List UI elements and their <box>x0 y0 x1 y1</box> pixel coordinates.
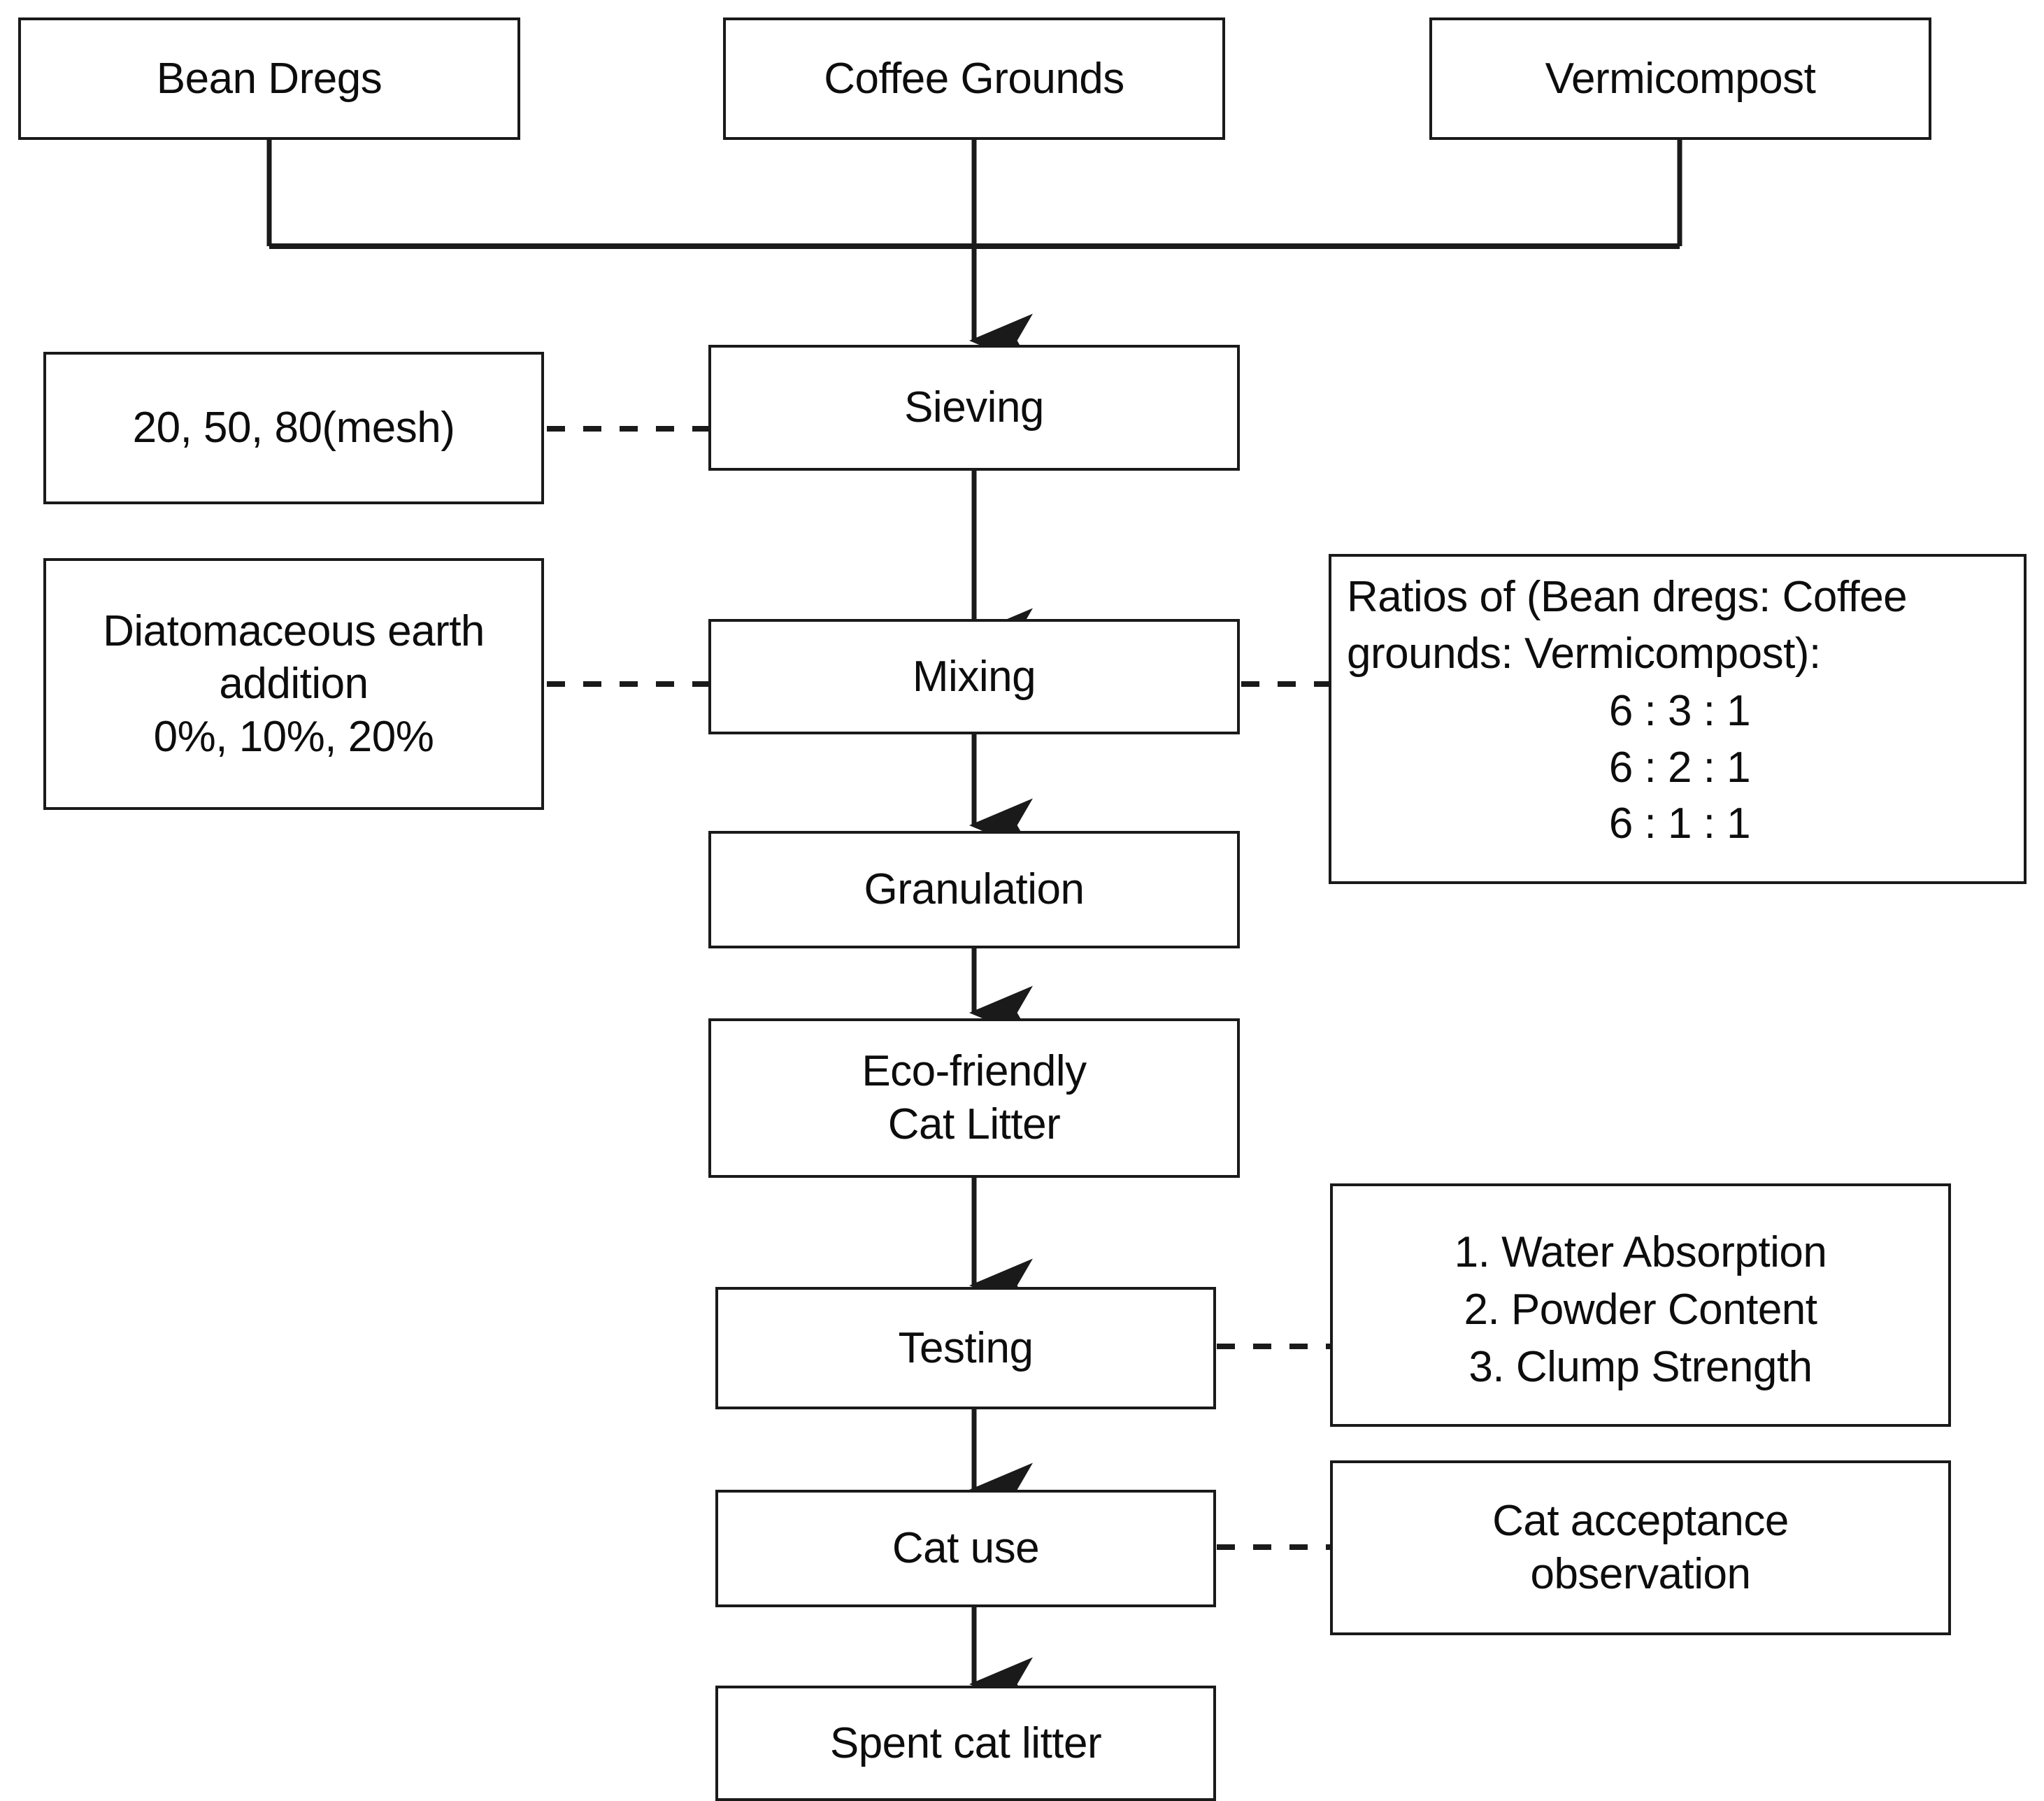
annotation-mesh-label: 20, 50, 80(mesh) <box>132 404 455 453</box>
node-cat-use[interactable]: Cat use <box>715 1490 1216 1607</box>
ratio-item-1: 6 : 3 : 1 <box>1608 687 1751 736</box>
node-spent-cat-litter[interactable]: Spent cat litter <box>715 1686 1216 1801</box>
node-bean-dregs[interactable]: Bean Dregs <box>18 17 520 140</box>
node-spent-cat-litter-label: Spent cat litter <box>829 1718 1102 1767</box>
annotation-tests[interactable]: 1. Water Absorption 2. Powder Content 3.… <box>1330 1183 1951 1427</box>
test-item-3: 3. Clump Strength <box>1468 1342 1813 1391</box>
node-testing-label: Testing <box>898 1323 1034 1372</box>
annotation-cat-acceptance-observation[interactable]: Cat acceptance observation <box>1330 1460 1951 1635</box>
annotation-ratios[interactable]: Ratios of (Bean dregs: Coffee grounds: V… <box>1329 554 2027 884</box>
node-coffee-grounds[interactable]: Coffee Grounds <box>723 17 1225 140</box>
node-mixing[interactable]: Mixing <box>708 619 1240 734</box>
node-vermicompost[interactable]: Vermicompost <box>1429 17 1931 140</box>
annotation-ratios-heading: Ratios of (Bean dregs: Coffee grounds: V… <box>1347 573 1908 678</box>
annotation-ratios-list: 6 : 3 : 1 6 : 2 : 1 6 : 1 : 1 <box>1347 683 2013 853</box>
node-sieving-label: Sieving <box>904 383 1044 432</box>
test-item-1: 1. Water Absorption <box>1454 1228 1827 1276</box>
node-granulation-label: Granulation <box>864 865 1085 914</box>
annotation-diatomaceous-earth[interactable]: Diatomaceous earth addition 0%, 10%, 20% <box>43 558 544 810</box>
annotation-diatomaceous-earth-label: Diatomaceous earth addition 0%, 10%, 20% <box>103 606 485 761</box>
node-testing[interactable]: Testing <box>715 1287 1216 1409</box>
node-cat-use-label: Cat use <box>892 1524 1040 1573</box>
node-sieving[interactable]: Sieving <box>708 345 1240 471</box>
annotation-cat-acceptance-observation-label: Cat acceptance observation <box>1492 1497 1789 1598</box>
node-eco-friendly-cat-litter-label: Eco-friendly Cat Litter <box>862 1047 1087 1148</box>
node-vermicompost-label: Vermicompost <box>1545 54 1816 103</box>
annotation-mesh[interactable]: 20, 50, 80(mesh) <box>43 352 544 504</box>
node-granulation[interactable]: Granulation <box>708 831 1240 948</box>
test-item-2: 2. Powder Content <box>1464 1285 1817 1334</box>
ratio-item-2: 6 : 2 : 1 <box>1608 743 1751 792</box>
ratio-item-3: 6 : 1 : 1 <box>1608 799 1751 848</box>
annotation-tests-list: 1. Water Absorption 2. Powder Content 3.… <box>1333 1224 1948 1395</box>
node-bean-dregs-label: Bean Dregs <box>156 54 383 103</box>
node-mixing-label: Mixing <box>912 652 1036 701</box>
node-coffee-grounds-label: Coffee Grounds <box>824 54 1124 103</box>
node-eco-friendly-cat-litter[interactable]: Eco-friendly Cat Litter <box>708 1018 1240 1178</box>
